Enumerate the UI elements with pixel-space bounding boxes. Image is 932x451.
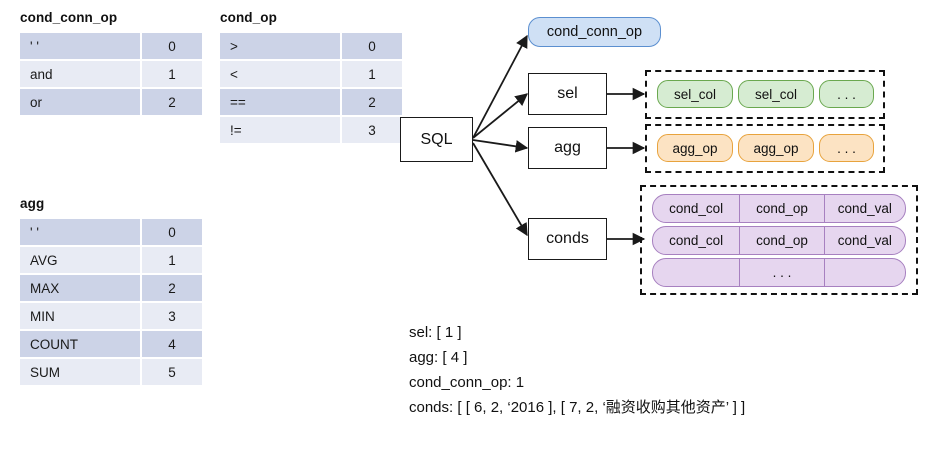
table-cell-value: 0 [342, 33, 402, 59]
table-row: COUNT 4 [20, 331, 202, 357]
cond-row-ellipsis[interactable]: . . . [652, 258, 906, 287]
sel-col-pill-ellipsis-label: . . . [837, 86, 856, 102]
sel-col-pill-ellipsis[interactable]: . . . [819, 80, 874, 108]
cond-row-2-cond-col: cond_col [653, 227, 741, 254]
table-cell-key: COUNT [20, 331, 140, 357]
agg-table-grid: ' ' 0 AVG 1 MAX 2 MIN 3 COUNT 4 [18, 217, 204, 387]
node-sql-label: SQL [420, 130, 453, 148]
cond-conn-op-table-grid: ' ' 0 and 1 or 2 [18, 31, 204, 117]
table-row: AVG 1 [20, 247, 202, 273]
table-cell-value: 5 [142, 359, 202, 385]
arrow-sql-to-conds [472, 142, 528, 237]
cond-op-table-grid: > 0 < 1 == 2 != 3 [218, 31, 404, 145]
conds-group-container [640, 185, 918, 295]
agg-op-pill-1[interactable]: agg_op [657, 134, 733, 162]
node-sql[interactable]: SQL [400, 117, 473, 162]
node-agg-label: agg [554, 139, 581, 156]
cond-row-2-cond-val: cond_val [837, 233, 892, 248]
table-cell-value: 3 [142, 303, 202, 329]
table-row: != 3 [220, 117, 402, 143]
sel-col-pill-2[interactable]: sel_col [738, 80, 814, 108]
node-conds-label: conds [546, 230, 589, 247]
table-row: ' ' 0 [20, 33, 202, 59]
arrow-sql-to-cond-conn-op [472, 34, 528, 139]
table-cell-key: or [20, 89, 140, 115]
table-cell-value: 2 [142, 275, 202, 301]
sel-col-pill-1-label: sel_col [673, 86, 717, 102]
cond-row-1[interactable]: cond_col cond_op cond_val [652, 194, 906, 223]
table-cell-value: 1 [342, 61, 402, 87]
agg-op-pill-ellipsis-label: . . . [837, 140, 856, 156]
agg-op-pill-2[interactable]: agg_op [738, 134, 814, 162]
table-cell-value: 1 [142, 61, 202, 87]
caption-line-agg: agg: [ 4 ] [409, 349, 468, 366]
table-cell-key: MIN [20, 303, 140, 329]
caption-line-sel: sel: [ 1 ] [409, 324, 462, 341]
table-row: ' ' 0 [20, 219, 202, 245]
table-cell-key: ' ' [20, 219, 140, 245]
arrow-sql-to-agg [472, 139, 529, 153]
table-cell-value: 4 [142, 331, 202, 357]
cond-row-ellipsis-cond-op: . . . [740, 259, 825, 286]
node-cond-conn-op[interactable]: cond_conn_op [528, 17, 661, 47]
table-cell-key: and [20, 61, 140, 87]
cond-op-table-title: cond_op [220, 10, 277, 25]
table-row: < 1 [220, 61, 402, 87]
table-cell-value: 2 [142, 89, 202, 115]
table-cell-value: 0 [142, 219, 202, 245]
table-row: and 1 [20, 61, 202, 87]
agg-group-container [645, 124, 885, 173]
table-cell-value: 1 [142, 247, 202, 273]
table-cell-value: 0 [142, 33, 202, 59]
cond-row-1-cond-val: cond_val [837, 201, 892, 216]
sel-col-pill-1[interactable]: sel_col [657, 80, 733, 108]
cond-conn-op-table: cond_conn_op ' ' 0 and 1 or 2 [18, 10, 204, 117]
agg-op-pill-2-label: agg_op [753, 140, 799, 156]
table-row: SUM 5 [20, 359, 202, 385]
table-cell-key: < [220, 61, 340, 87]
table-cell-key: != [220, 117, 340, 143]
cond-op-table: cond_op > 0 < 1 == 2 != 3 [218, 10, 404, 145]
cond-row-2-cond-op: cond_op [740, 227, 825, 254]
cond-row-1-cond-op: cond_op [740, 195, 825, 222]
example-caption: sel: [ 1 ] agg: [ 4 ] cond_conn_op: 1 co… [409, 320, 745, 420]
agg-op-pill-ellipsis[interactable]: . . . [819, 134, 874, 162]
table-row: MIN 3 [20, 303, 202, 329]
agg-table-title: agg [20, 196, 45, 211]
node-cond-conn-op-label: cond_conn_op [546, 24, 643, 40]
table-cell-key: MAX [20, 275, 140, 301]
arrow-sql-to-sel [472, 93, 528, 139]
sel-group-container [645, 70, 885, 119]
cond-row-2[interactable]: cond_col cond_op cond_val [652, 226, 906, 255]
node-sel-label: sel [557, 85, 578, 102]
table-row: MAX 2 [20, 275, 202, 301]
table-cell-value: 2 [342, 89, 402, 115]
agg-op-pill-1-label: agg_op [672, 140, 718, 156]
table-cell-key: > [220, 33, 340, 59]
table-cell-value: 3 [342, 117, 402, 143]
cond-row-ellipsis-cond-val [825, 259, 905, 286]
sel-col-pill-2-label: sel_col [754, 86, 798, 102]
node-sel[interactable]: sel [528, 73, 607, 115]
cond-row-1-cond-col: cond_col [653, 195, 741, 222]
table-cell-key: ' ' [20, 33, 140, 59]
cond-row-ellipsis-cond-col [653, 259, 741, 286]
caption-line-conds: conds: [ [ 6, 2, ‘2016 ], [ 7, 2, ‘融资收购其… [409, 399, 746, 416]
table-cell-key: AVG [20, 247, 140, 273]
node-agg[interactable]: agg [528, 127, 607, 169]
caption-line-cond-conn-op: cond_conn_op: 1 [409, 374, 525, 391]
table-row: > 0 [220, 33, 402, 59]
cond-conn-op-table-title: cond_conn_op [20, 10, 118, 25]
agg-table: agg ' ' 0 AVG 1 MAX 2 MIN 3 [18, 196, 204, 387]
table-cell-key: == [220, 89, 340, 115]
table-row: == 2 [220, 89, 402, 115]
table-row: or 2 [20, 89, 202, 115]
node-conds[interactable]: conds [528, 218, 607, 260]
table-cell-key: SUM [20, 359, 140, 385]
